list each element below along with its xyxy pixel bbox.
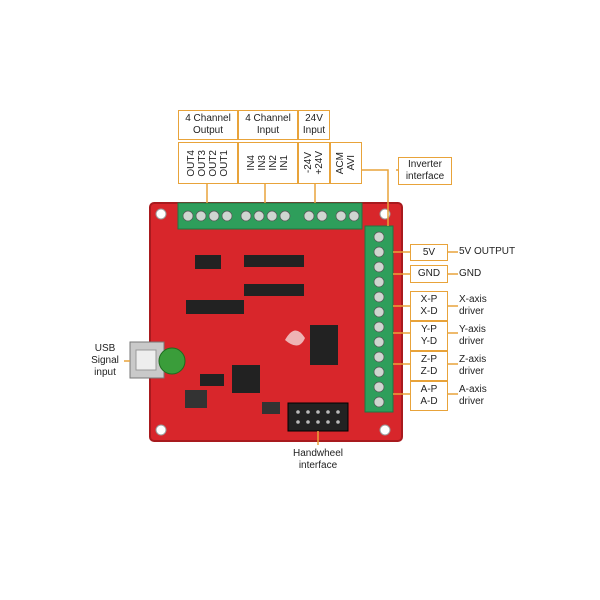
- box-x-axis: X-P X-D: [410, 291, 448, 321]
- desc-y-axis: Y-axis driver: [459, 324, 486, 347]
- pin-plus24v: +24V: [314, 151, 325, 175]
- pin-out4: OUT4: [186, 149, 197, 177]
- ic-2: [310, 325, 338, 365]
- main-ic: [232, 365, 260, 393]
- pin-out1: OUT1: [219, 149, 230, 177]
- pin-in2: IN2: [268, 155, 279, 171]
- box-a-axis: A-P A-D: [410, 381, 448, 411]
- usb-signal-label: USB Signal input: [91, 343, 119, 378]
- pin-out3: OUT3: [197, 149, 208, 177]
- out-group-label: 4 Channel Output: [178, 110, 238, 140]
- right-terminal-screws: [373, 231, 385, 408]
- in-pins-box: IN4 IN3 IN2 IN1: [238, 142, 298, 184]
- in-group-label: 4 Channel Input: [238, 110, 298, 140]
- power-pins-box: -24V +24V: [298, 142, 330, 184]
- logo-mark: [285, 330, 305, 346]
- optocoupler-row-2: [244, 284, 304, 296]
- mount-hole: [155, 424, 167, 436]
- desc-z-axis: Z-axis driver: [459, 354, 487, 377]
- optocoupler-row-3: [186, 300, 244, 314]
- pin-in4: IN4: [246, 155, 257, 171]
- handwheel-header: [287, 402, 349, 432]
- green-cap: [158, 347, 186, 375]
- crystal: [185, 390, 207, 408]
- pin-in3: IN3: [257, 155, 268, 171]
- top-terminal-screws: [182, 210, 360, 222]
- regulator: [200, 374, 224, 386]
- out-pins-box: OUT4 OUT3 OUT2 OUT1: [178, 142, 238, 184]
- inverter-pins-box: ACM AVI: [330, 142, 362, 184]
- inverter-interface-label: Inverter interface: [398, 157, 452, 185]
- box-gnd: GND: [410, 265, 448, 283]
- pin-acm: ACM: [335, 151, 346, 175]
- power-group-label: 24V Input: [298, 110, 330, 140]
- box-z-axis: Z-P Z-D: [410, 351, 448, 381]
- box-y-axis: Y-P Y-D: [410, 321, 448, 351]
- box-5v: 5V: [410, 244, 448, 261]
- pin-minus24v: -24V: [303, 152, 314, 174]
- mount-hole: [379, 424, 391, 436]
- mount-hole: [155, 208, 167, 220]
- optocoupler-row: [244, 255, 304, 267]
- desc-x-axis: X-axis driver: [459, 294, 487, 317]
- pin-in1: IN1: [279, 155, 290, 171]
- desc-5v-output: 5V OUTPUT: [459, 246, 516, 257]
- desc-a-axis: A-axis driver: [459, 384, 487, 407]
- desc-gnd: GND: [459, 268, 482, 279]
- ic-3: [195, 255, 221, 269]
- pin-avi: AVI: [346, 155, 357, 171]
- handwheel-label: Handwheel interface: [292, 448, 344, 471]
- pin-out2: OUT2: [208, 149, 219, 177]
